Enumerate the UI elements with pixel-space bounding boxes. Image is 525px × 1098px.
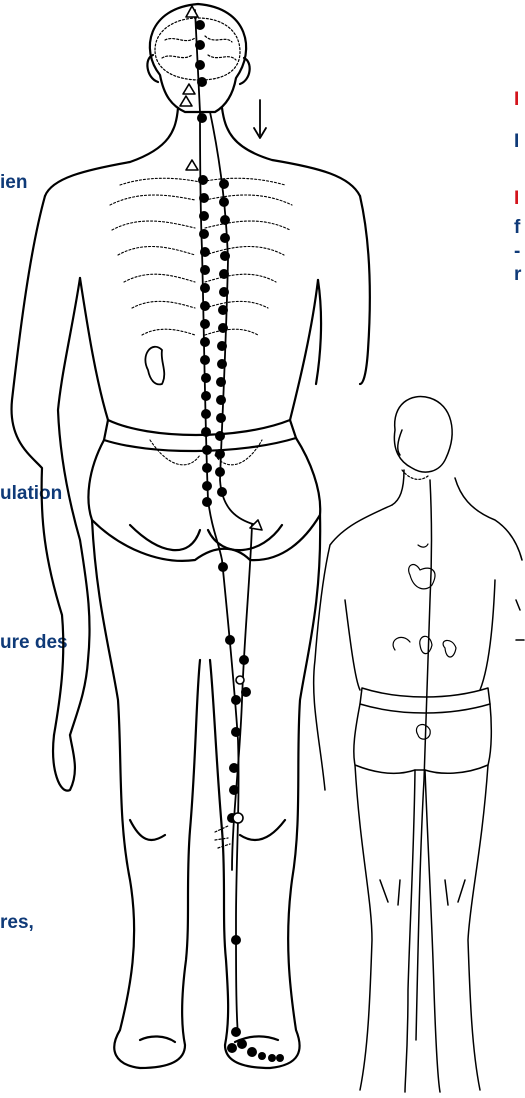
small-figure-outline — [314, 397, 524, 1092]
acupoint-dots — [195, 20, 284, 1062]
small-figure-meridian — [416, 480, 432, 1040]
small-figure-organs — [393, 470, 456, 739]
kidney-sketch — [145, 347, 164, 385]
